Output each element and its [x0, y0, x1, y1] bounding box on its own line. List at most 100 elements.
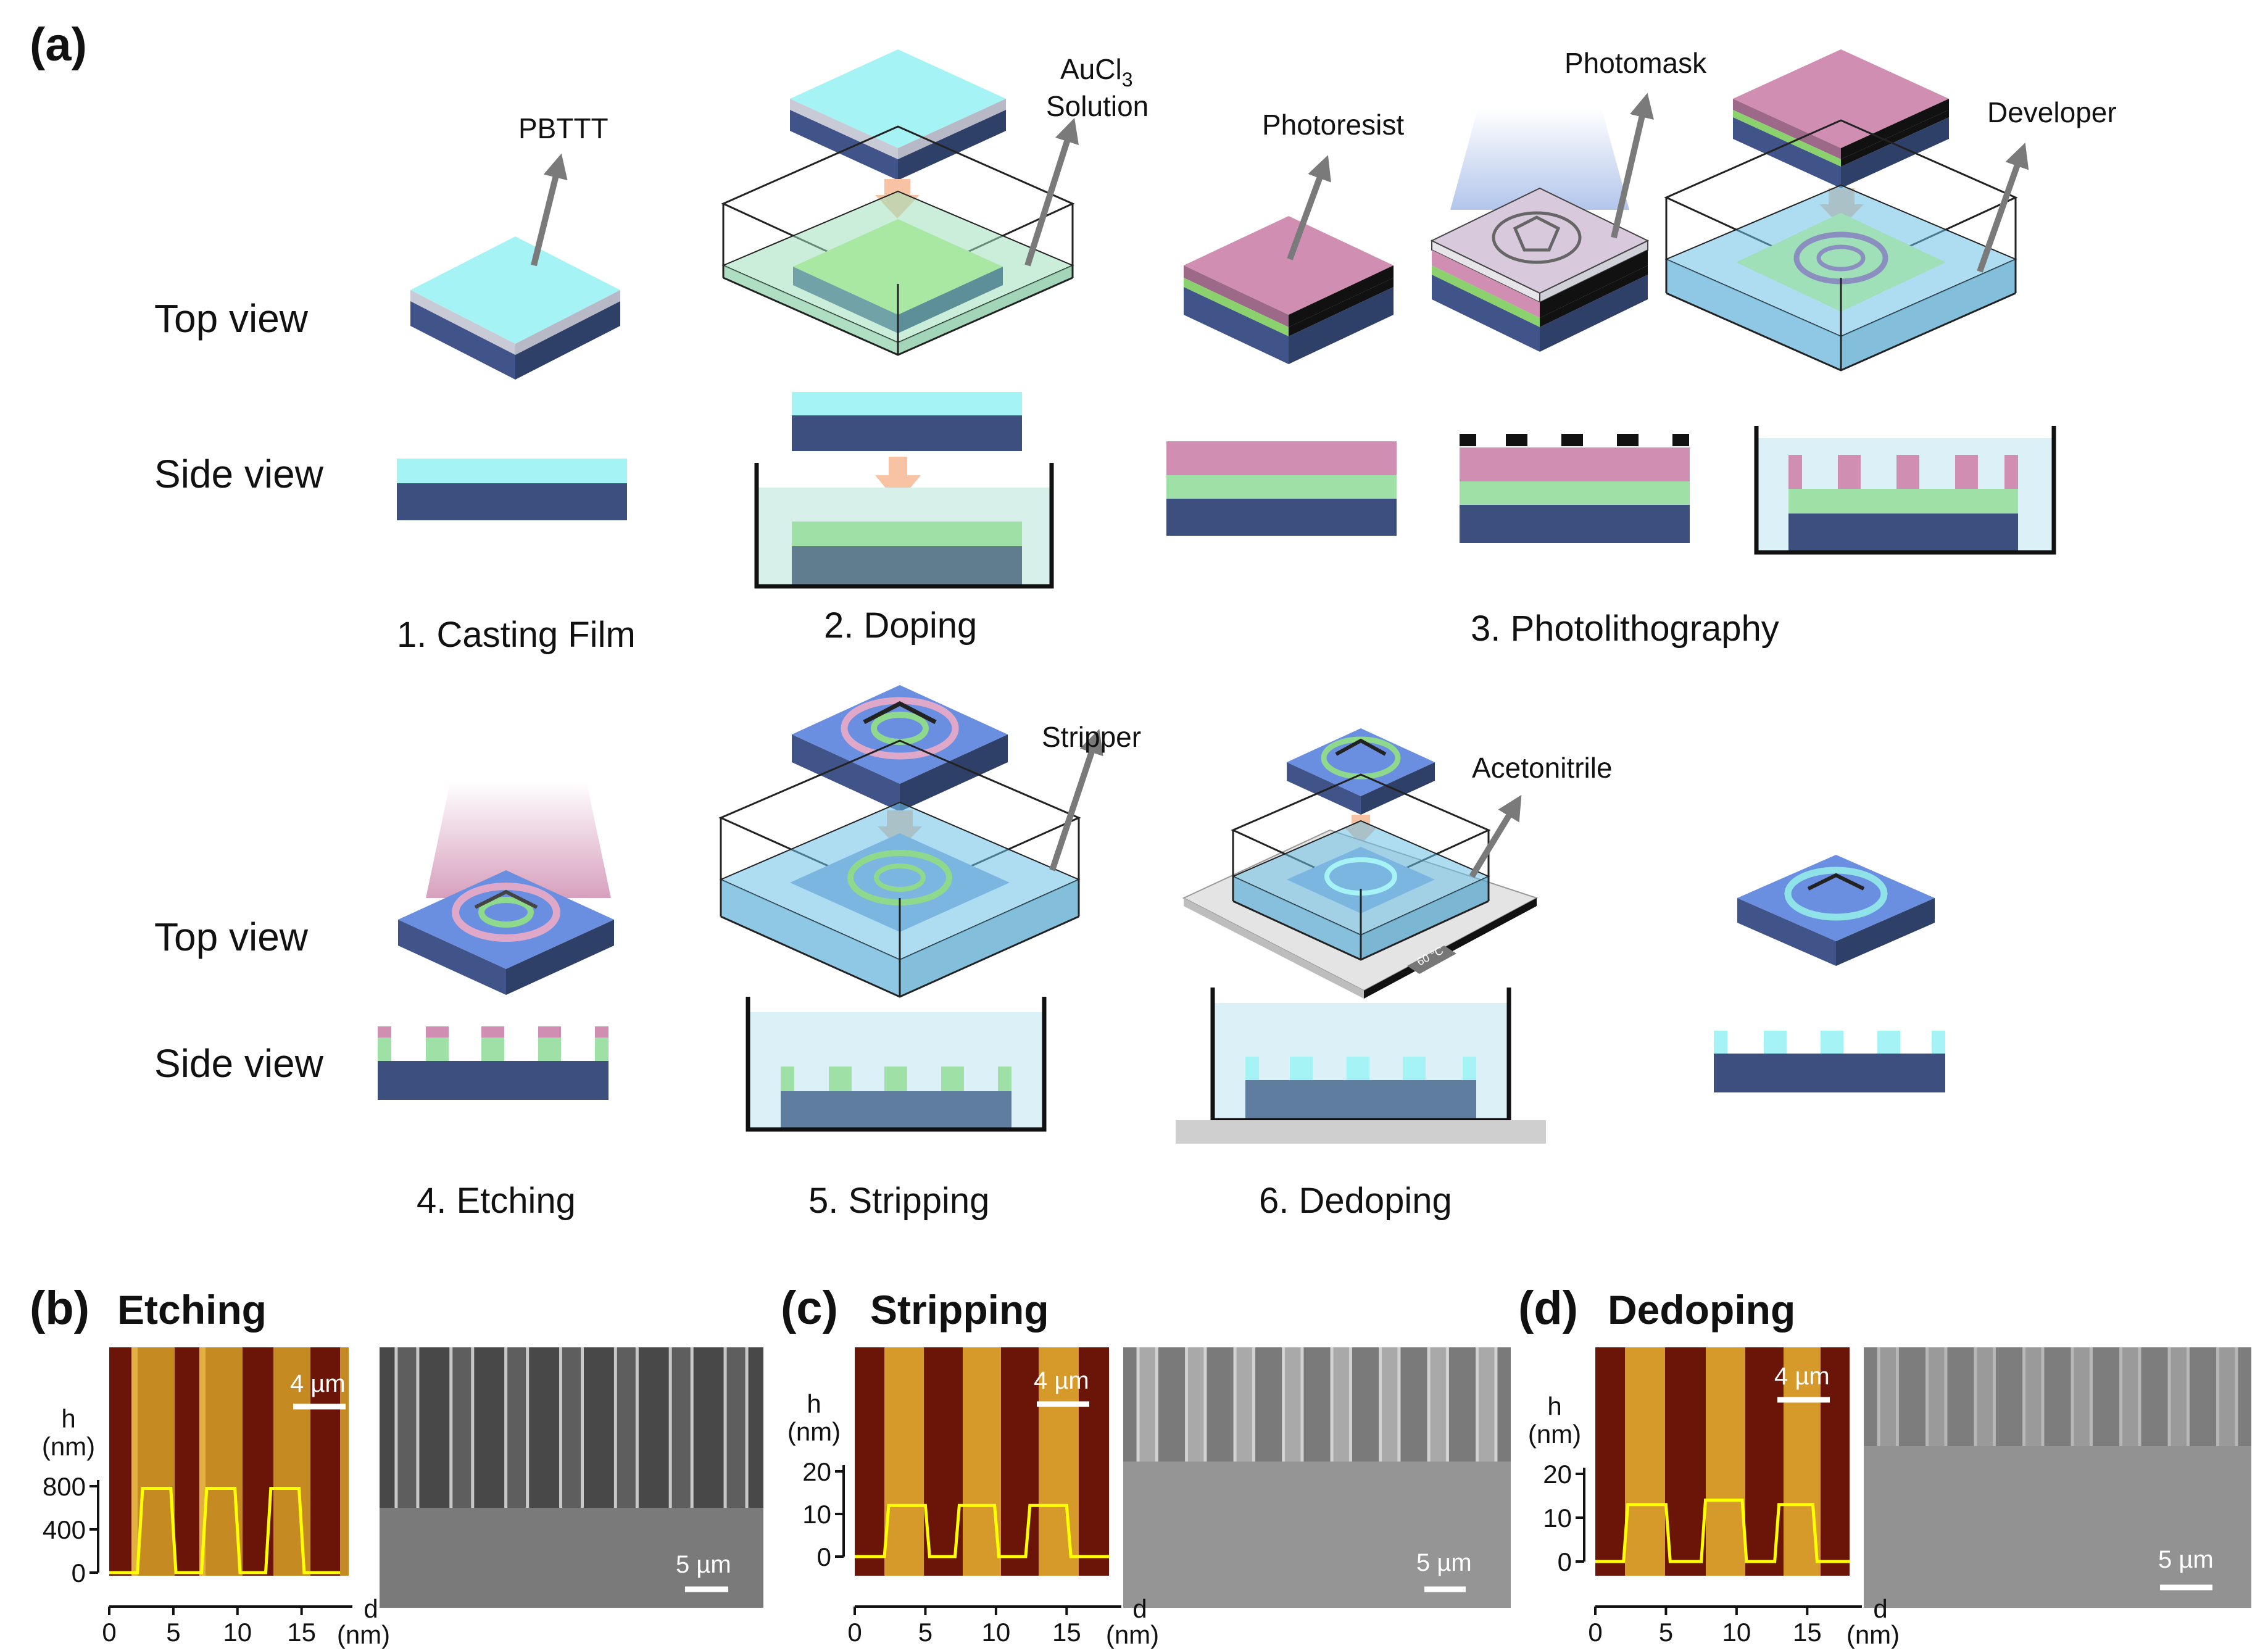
aucl3-arrow — [1024, 117, 1079, 267]
step5-stripping: Stripper 5. Stripping — [718, 685, 1141, 1221]
step1-top-view-film — [410, 236, 620, 380]
step3-label: 3. Photolithography — [1471, 609, 1779, 649]
afm-scale-label-b: 4 µm — [290, 1370, 346, 1397]
step2-label: 2. Doping — [824, 605, 977, 646]
sem-pillar-edge — [2041, 1347, 2045, 1446]
sem-pillar-edge — [2167, 1347, 2171, 1446]
sem-pillar-edge — [394, 1347, 398, 1508]
sem-pillar-edge — [1233, 1347, 1237, 1462]
y-tick-label: 10 — [1543, 1503, 1572, 1532]
acetonitrile-label: Acetonitrile — [1472, 752, 1613, 784]
y-axis-label: h — [807, 1389, 821, 1418]
afm-image-d — [1595, 1347, 1850, 1576]
step5-dipping-sample — [792, 685, 1008, 812]
x-tick-label: 10 — [982, 1618, 1011, 1647]
step2-side-view — [754, 392, 1054, 589]
panel-d-title: Dedoping — [1608, 1287, 1795, 1333]
sem-pillar-edge — [690, 1347, 694, 1508]
x-tick-label: 0 — [102, 1618, 116, 1647]
sem-pillar-edge — [1925, 1347, 1929, 1446]
pbttt-label: PBTTT — [518, 112, 609, 144]
x-tick-label: 15 — [1052, 1618, 1081, 1647]
row1-top-view-label: Top view — [154, 296, 309, 341]
step2-bath-3d — [721, 125, 1075, 356]
sem-pillar — [2216, 1347, 2238, 1446]
y-tick-label: 0 — [1558, 1547, 1572, 1576]
y-tick-label: 800 — [43, 1472, 86, 1501]
sem-pillar-edge — [1300, 1347, 1304, 1462]
x-axis-label: d — [1873, 1594, 1887, 1623]
y-tick-label: 20 — [802, 1457, 831, 1486]
sem-pillar-edge — [668, 1347, 672, 1508]
step1-label: 1. Casting Film — [397, 615, 636, 655]
y-axis-label: h — [1547, 1392, 1561, 1421]
step6-dedoping: 60 °C Acetonitrile — [1176, 728, 1945, 1221]
sem-pillar — [559, 1347, 584, 1508]
sem-pillar — [1330, 1347, 1352, 1462]
step6-dipping-sample — [1287, 728, 1435, 815]
sem-scale-label-b: 5 µm — [676, 1551, 731, 1578]
sem-pillar-edge — [635, 1347, 639, 1508]
final-pattern-icon — [1784, 867, 1888, 921]
y-axis-label: h — [61, 1404, 75, 1433]
pbttt-arrow — [531, 153, 568, 267]
row2-side-view-label: Side view — [154, 1041, 324, 1086]
step3-developer-bath — [1664, 49, 2018, 372]
sem-pillar — [1136, 1347, 1158, 1462]
sem-pillar — [1925, 1347, 1948, 1446]
x-tick-label: 15 — [287, 1618, 316, 1647]
aucl3-solution-label: Solution — [1046, 90, 1149, 122]
sem-pillar-edge — [1944, 1347, 1948, 1446]
sem-pillar-edge — [1136, 1347, 1140, 1462]
panel-a-letter: (a) — [30, 19, 87, 71]
step4-side-view — [378, 1026, 609, 1100]
sem-pillar-edge — [1185, 1347, 1189, 1462]
step1-casting-film: PBTTT 1. Casting Film — [397, 112, 636, 655]
sem-pillar-edge — [1427, 1347, 1431, 1462]
developer-arrow — [1977, 143, 2029, 273]
aucl3-label: AuCl3 — [1060, 53, 1133, 91]
sem-pillar-edge — [1895, 1347, 1899, 1446]
sem-pillar-edge — [1397, 1347, 1401, 1462]
sem-pillar-edge — [471, 1347, 475, 1508]
photoresist-arrow — [1287, 155, 1331, 260]
sem-pillar — [1427, 1347, 1449, 1462]
row1-side-view-label: Side view — [154, 452, 324, 496]
y-tick-label: 20 — [1543, 1460, 1572, 1489]
step3-photomask-block — [1430, 108, 1650, 352]
y-axis-unit: (nm) — [42, 1432, 95, 1461]
sem-pillar — [2022, 1347, 2045, 1446]
sem-pillar-edge — [2186, 1347, 2190, 1446]
etched-pattern-icon — [452, 883, 560, 942]
final-side-view — [1714, 1031, 1945, 1092]
photomask-label: Photomask — [1564, 47, 1707, 79]
sem-pillar — [613, 1347, 639, 1508]
step3-side-view-mask — [1460, 434, 1690, 543]
sem-pillar-edge — [1348, 1347, 1352, 1462]
sem-pillar — [449, 1347, 475, 1508]
afm-scale-label-d: 4 µm — [1774, 1363, 1830, 1390]
panel-d-letter: (d) — [1518, 1282, 1578, 1334]
step6-bath-3d — [1231, 773, 1491, 961]
y-axis-unit: (nm) — [1528, 1420, 1581, 1449]
sem-pillar-edge — [416, 1347, 420, 1508]
afm-image-b — [109, 1347, 349, 1576]
panel-a: (a) Top view Side view Top view Side vie… — [30, 19, 2117, 1221]
afm-scale-label-c: 4 µm — [1034, 1367, 1089, 1394]
sem-pillar-edge — [1476, 1347, 1479, 1462]
afm-image-c — [855, 1347, 1109, 1576]
x-axis-label: d — [1132, 1594, 1147, 1623]
step3-side-view-developer — [1754, 426, 2056, 555]
x-tick-label: 15 — [1793, 1618, 1822, 1647]
sem-pillar-edge — [613, 1347, 617, 1508]
sem-pillar-edge — [2089, 1347, 2093, 1446]
sem-pillar — [1185, 1347, 1207, 1462]
sem-pillar-edge — [2235, 1347, 2238, 1446]
step6-label: 6. Dedoping — [1259, 1181, 1452, 1221]
y-tick-label: 0 — [72, 1558, 86, 1587]
final-device — [1737, 855, 1935, 966]
